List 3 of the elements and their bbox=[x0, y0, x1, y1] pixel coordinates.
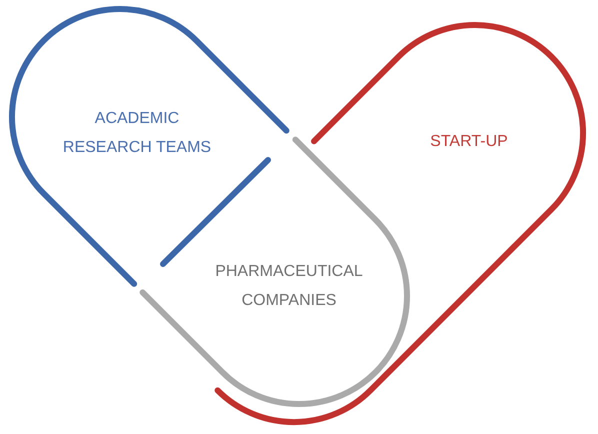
node-label: ACADEMIC RESEARCH TEAMS bbox=[62, 109, 212, 158]
node-label: START-UP bbox=[430, 132, 508, 152]
node-label: PHARMACEUTICAL COMPANIES bbox=[214, 262, 364, 311]
